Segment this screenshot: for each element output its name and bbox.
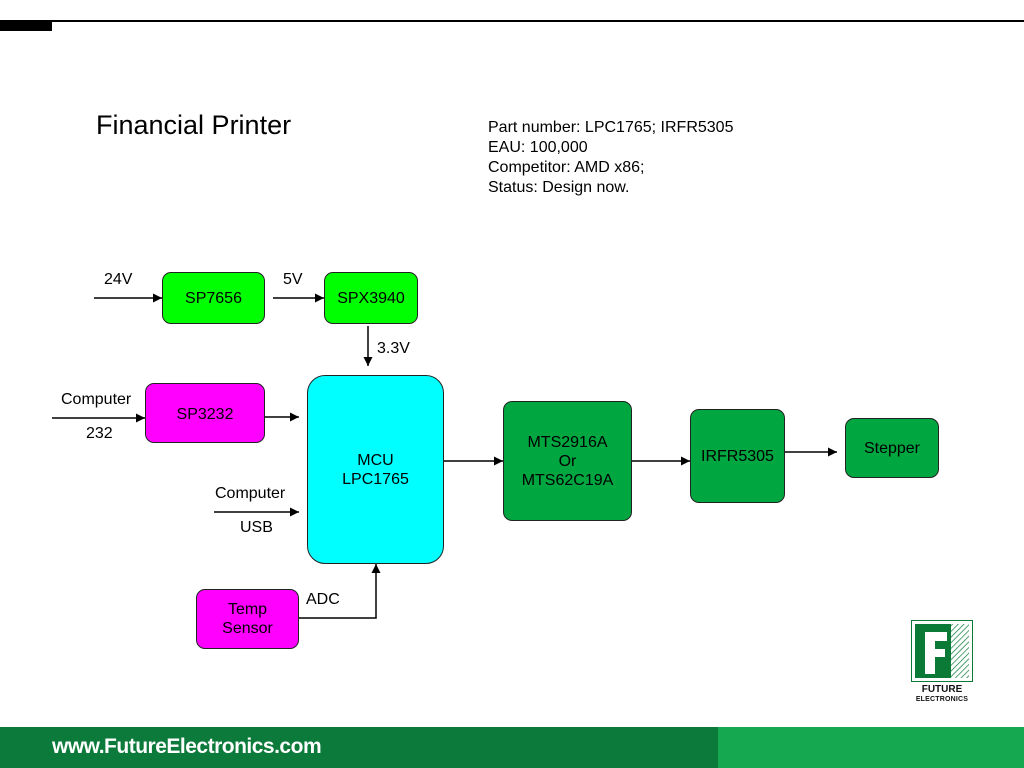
- spx3940-label: SPX3940: [337, 289, 405, 307]
- sp7656-label: SP7656: [185, 289, 242, 307]
- sp3232-block: SP3232: [145, 383, 265, 443]
- mcu-label-line2: LPC1765: [342, 470, 409, 488]
- temp-sensor-block: Temp Sensor: [196, 589, 299, 649]
- stepper-label: Stepper: [863, 439, 921, 457]
- sp3232-label: SP3232: [176, 406, 234, 423]
- arrow-adc-to-mcu: [298, 564, 381, 619]
- status-text: Status: Design now.: [488, 179, 630, 196]
- page-title: Financial Printer: [96, 110, 292, 140]
- top-rule: [0, 20, 1024, 22]
- mts-label-line3: MTS62C19A: [521, 471, 614, 489]
- mts-driver-block: MTS2916A Or MTS62C19A: [503, 401, 632, 521]
- footer-accent: [718, 727, 1024, 768]
- mts-label-line2: Or: [558, 452, 577, 470]
- part-number-text: Part number: LPC1765; IRFR5305: [488, 119, 734, 136]
- sp7656-block: SP7656: [162, 272, 265, 324]
- irfr5305-block: IRFR5305: [690, 409, 785, 503]
- mcu-block: MCU LPC1765: [307, 375, 444, 564]
- label-5v: 5V: [283, 271, 303, 288]
- competitor-text: Competitor: AMD x86;: [488, 159, 645, 176]
- mcu-label-line1: MCU: [357, 451, 394, 469]
- eau-text: EAU: 100,000: [488, 139, 588, 156]
- future-f-logo-icon: [911, 620, 973, 682]
- label-232: 232: [86, 425, 113, 442]
- footer-bar: www.FutureElectronics.com: [0, 727, 1024, 768]
- label-computer-232: Computer: [61, 391, 132, 408]
- label-adc: ADC: [306, 591, 340, 608]
- label-computer-usb: Computer: [215, 485, 286, 502]
- mts-label-line1: MTS2916A: [527, 433, 608, 451]
- label-24v: 24V: [104, 271, 133, 288]
- irfr5305-label: IRFR5305: [701, 447, 774, 465]
- temp-label-line2: Sensor: [222, 620, 273, 637]
- spx3940-block: SPX3940: [324, 272, 418, 324]
- temp-label-line1: Temp: [227, 601, 268, 618]
- stepper-block: Stepper: [845, 418, 939, 478]
- future-electronics-logo: FUTURE ELECTRONICS: [908, 620, 976, 708]
- part-info: Part number: LPC1765; IRFR5305 EAU: 100,…: [488, 118, 733, 198]
- top-tab-mark: [0, 22, 52, 31]
- label-usb: USB: [240, 519, 273, 536]
- footer-url[interactable]: www.FutureElectronics.com: [52, 735, 322, 758]
- label-3v3: 3.3V: [377, 340, 410, 357]
- logo-text-future: FUTURE: [921, 684, 963, 695]
- logo-text-electronics: ELECTRONICS: [915, 696, 969, 703]
